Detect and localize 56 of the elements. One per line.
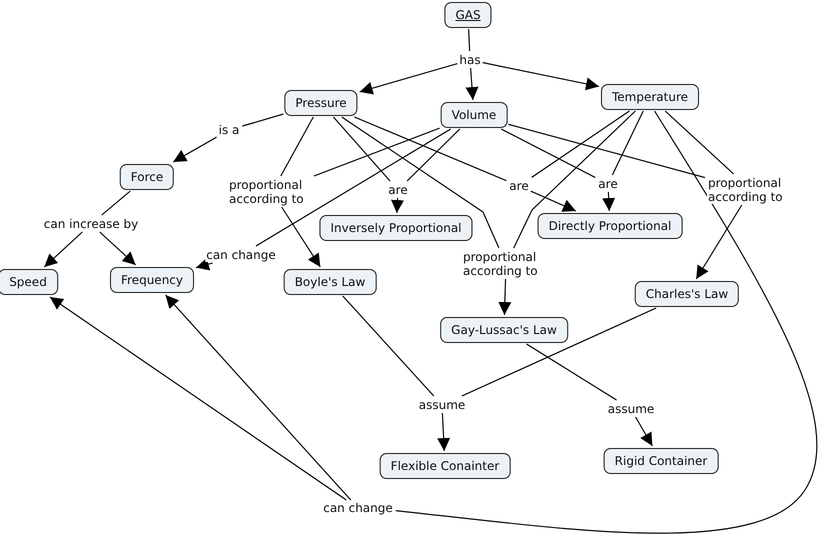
linking-phrase: can change — [322, 501, 394, 515]
connector — [342, 296, 434, 396]
concept-box: GAS — [444, 2, 492, 28]
connector — [526, 344, 617, 400]
connector — [465, 68, 478, 100]
connector — [531, 110, 630, 178]
concept-box: Charles's Law — [634, 281, 740, 307]
connector — [612, 110, 644, 176]
connector — [342, 116, 500, 248]
concept-box: Pressure — [284, 90, 358, 116]
connector — [437, 412, 450, 452]
connector — [482, 62, 600, 90]
connector — [500, 128, 596, 178]
connector — [664, 110, 734, 174]
connector — [256, 128, 451, 246]
concept-box: Inversely Proportional — [319, 215, 473, 241]
concept-box: Gay-Lussac's Law — [440, 317, 568, 343]
concept-box: Boyle's Law — [284, 269, 376, 295]
connector — [50, 296, 347, 500]
concept-box: Force — [120, 164, 174, 190]
connector — [196, 258, 213, 270]
connector — [172, 136, 217, 162]
connector — [508, 124, 706, 178]
linking-phrase: can change — [205, 248, 277, 262]
connector — [530, 190, 576, 212]
connector — [165, 294, 352, 500]
linking-phrase: is a — [218, 123, 240, 137]
connector — [281, 206, 321, 268]
concept-box: Directly Proportional — [538, 213, 682, 239]
connector — [602, 192, 616, 212]
connector — [406, 128, 460, 182]
connector — [696, 204, 742, 280]
concept-box: Volume — [440, 102, 508, 128]
connector — [462, 308, 656, 396]
connector — [332, 116, 390, 182]
connector — [635, 416, 653, 446]
connector — [513, 110, 636, 248]
connector — [498, 278, 512, 316]
concept-box: Flexible Conainter — [380, 453, 510, 479]
connector — [314, 128, 440, 177]
connector — [354, 116, 506, 182]
concept-box: Rigid Container — [604, 448, 718, 474]
connector — [280, 116, 314, 176]
connector — [44, 232, 83, 268]
connector — [99, 232, 136, 266]
connector — [242, 114, 284, 127]
connector — [390, 198, 404, 214]
connector — [101, 190, 131, 216]
concept-box: Frequency — [110, 267, 194, 293]
connector — [359, 63, 458, 94]
concept-box: Speed — [0, 269, 58, 295]
linking-phrase: has — [458, 53, 482, 67]
connector — [396, 110, 817, 534]
concept-box: Temperature — [601, 84, 699, 110]
linking-phrase: can increase by — [42, 217, 140, 231]
connector — [468, 28, 470, 52]
